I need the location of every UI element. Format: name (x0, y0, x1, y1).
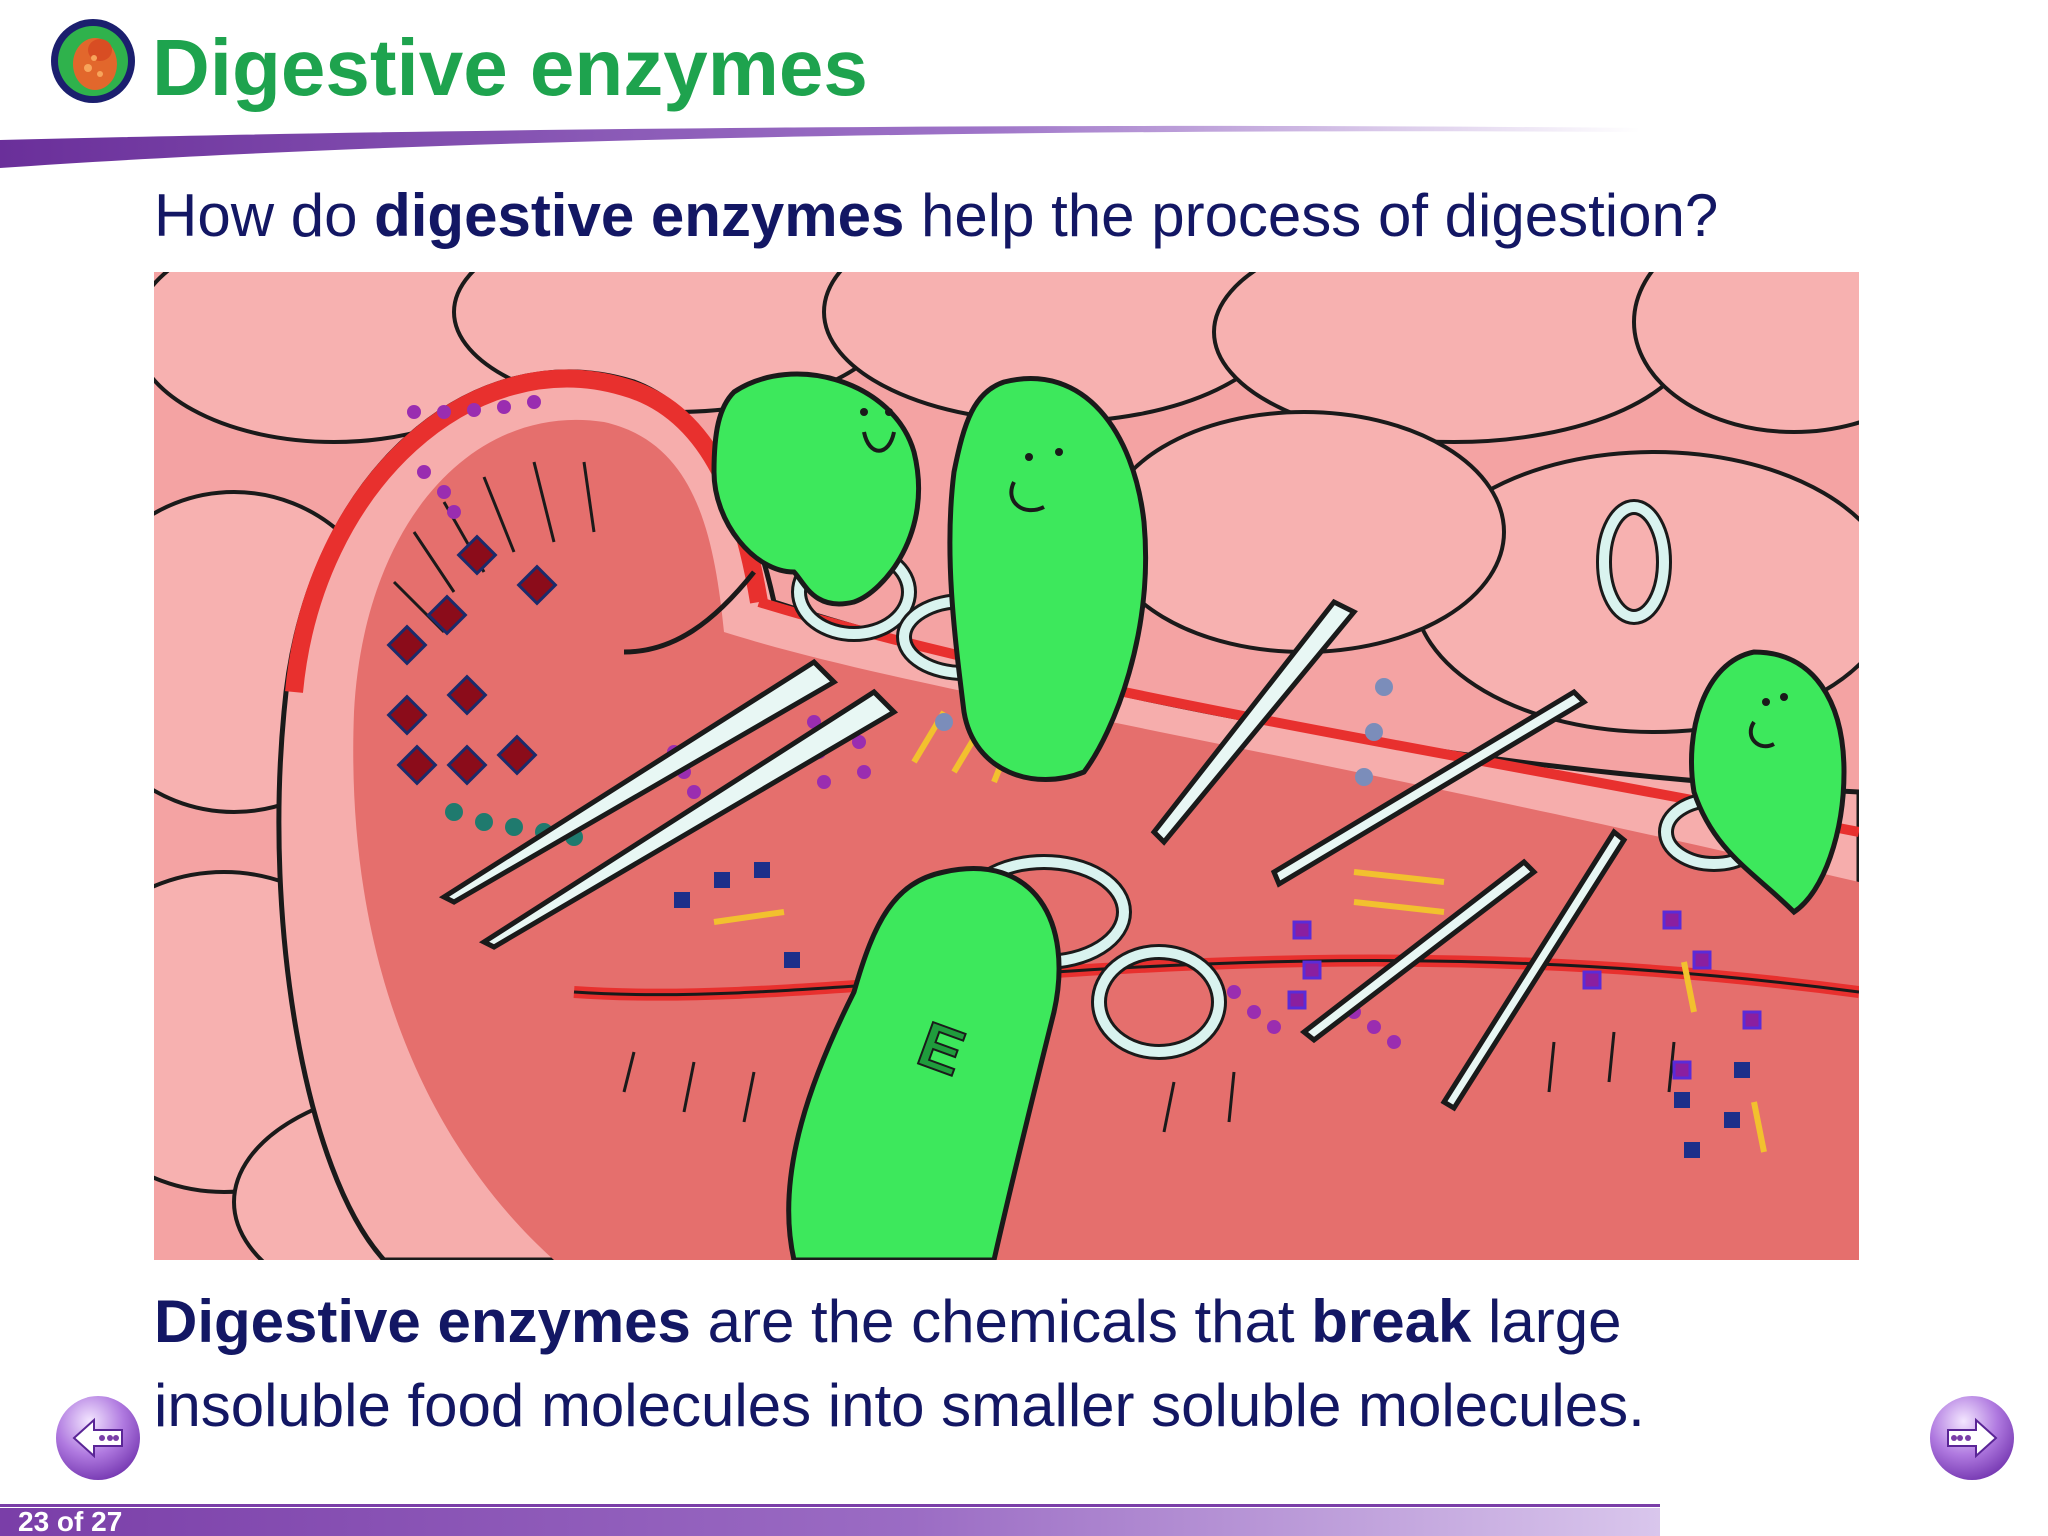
page-counter: 23 of 27 (18, 1506, 123, 1536)
back-arrow-icon (56, 1396, 140, 1480)
header-divider (0, 125, 1640, 168)
question-prefix: How do (154, 182, 375, 249)
enzyme-label: E (909, 1007, 974, 1089)
definition-text: Digestive enzymes are the chemicals that… (154, 1280, 1874, 1448)
previous-slide-button[interactable] (50, 1390, 146, 1486)
topic-logo-icon (48, 16, 138, 106)
question-text: How do digestive enzymes help the proces… (154, 178, 1718, 254)
definition-text-2: large insoluble food molecules into smal… (154, 1288, 1645, 1439)
definition-text-1: are the chemicals that (690, 1288, 1312, 1355)
definition-bold-1: Digestive enzymes (154, 1288, 691, 1355)
footer-bar (0, 1508, 1660, 1536)
question-suffix: help the process of digestion? (904, 182, 1719, 249)
definition-bold-2: break (1311, 1288, 1472, 1355)
enzyme-illustration: E (154, 272, 1859, 1260)
footer-divider (0, 1504, 1660, 1507)
forward-arrow-icon (1930, 1396, 2014, 1480)
slide-title: Digestive enzymes (152, 23, 868, 112)
next-slide-button[interactable] (1924, 1390, 2020, 1486)
question-bold: digestive enzymes (374, 182, 905, 249)
